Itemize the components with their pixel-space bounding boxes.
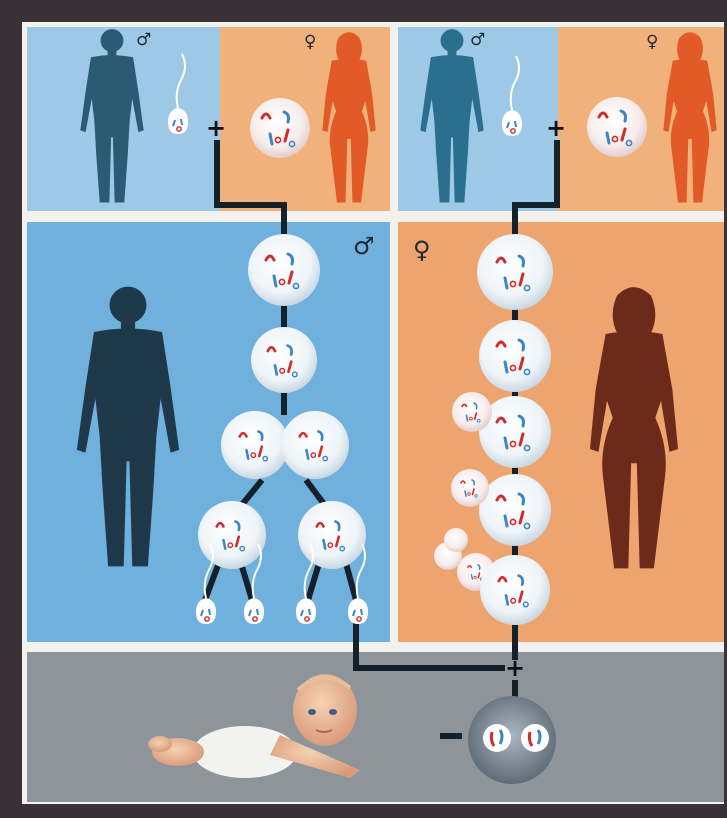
female-cell-5 <box>480 555 550 625</box>
plus-icon: + <box>505 654 525 682</box>
male-symbol-icon: ♂ <box>136 30 151 50</box>
female-cell-1 <box>477 234 553 310</box>
male-cell-4a <box>198 501 266 569</box>
female-symbol-icon: ♀ <box>304 32 316 52</box>
polar-body-5 <box>444 528 468 552</box>
polar-body-2 <box>451 469 489 507</box>
plus-icon: + <box>546 114 566 142</box>
female-symbol-icon: ♀ <box>646 32 658 52</box>
plus-icon: + <box>206 114 226 142</box>
male-cell-4b <box>298 501 366 569</box>
male-symbol-icon: ♂ <box>470 30 485 50</box>
egg-cell-icon <box>587 97 647 157</box>
egg-cell-icon <box>250 98 310 158</box>
female-symbol-icon: ♀ <box>413 236 431 264</box>
male-cell-3b <box>281 411 349 479</box>
male-cell-3a <box>221 411 289 479</box>
male-symbol-icon: ♂ <box>353 232 375 260</box>
male-cell-1 <box>248 234 320 306</box>
zygote-cell <box>468 696 556 784</box>
bottom-panel <box>27 652 724 802</box>
female-cell-2 <box>479 320 551 392</box>
female-cell-4 <box>479 474 551 546</box>
male-cell-2 <box>251 327 317 393</box>
polar-body-1 <box>452 392 492 432</box>
